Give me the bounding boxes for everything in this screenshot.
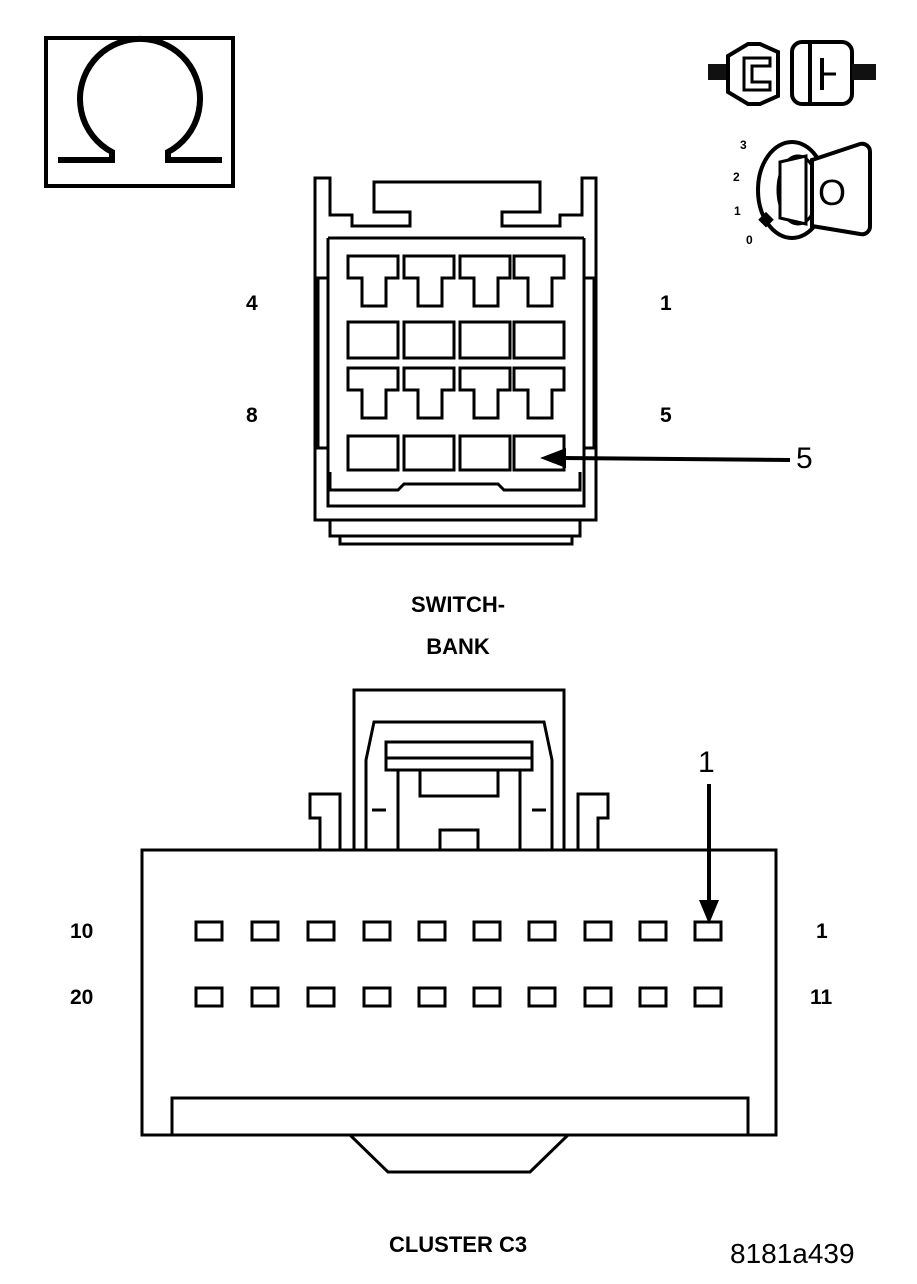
ignition-position-1: 1	[734, 204, 741, 218]
ignition-key-icon	[756, 140, 872, 240]
cluster-title: CLUSTER C3	[388, 1232, 528, 1257]
switch-bank-pin-5-label: 5	[660, 404, 672, 427]
switch-bank-callout-arrow	[540, 448, 791, 468]
ohm-meter-icon	[44, 35, 235, 188]
cluster-cavities	[194, 920, 723, 1008]
switch-bank-title-line2: BANK	[426, 634, 490, 659]
cluster-connector	[140, 688, 778, 1174]
cluster-pin-20-label: 20	[70, 986, 94, 1009]
switch-bank-pin-1-label: 1	[660, 292, 672, 315]
ignition-position-0: 0	[746, 233, 753, 247]
cluster-pin-10-label: 10	[70, 920, 94, 943]
ignition-position-2: 2	[733, 170, 740, 184]
switch-bank-cavities	[346, 254, 566, 472]
connector-disconnect-icon	[708, 40, 876, 106]
switch-bank-pin-8-label: 8	[246, 404, 258, 427]
switch-bank-connector	[313, 176, 598, 546]
cluster-pin-1-label: 1	[816, 920, 828, 943]
ignition-position-3: 3	[740, 138, 747, 152]
switch-bank-callout-label: 5	[796, 442, 813, 475]
cluster-callout-arrow	[699, 784, 719, 924]
ignition-key-label: O	[818, 172, 847, 213]
switch-bank-title-line1: SWITCH-	[410, 592, 506, 617]
switch-bank-pin-4-label: 4	[246, 292, 258, 315]
cluster-pin-11-label: 11	[810, 986, 833, 1009]
cluster-callout-label: 1	[698, 746, 715, 779]
figure-id: 8181a439	[730, 1238, 855, 1269]
